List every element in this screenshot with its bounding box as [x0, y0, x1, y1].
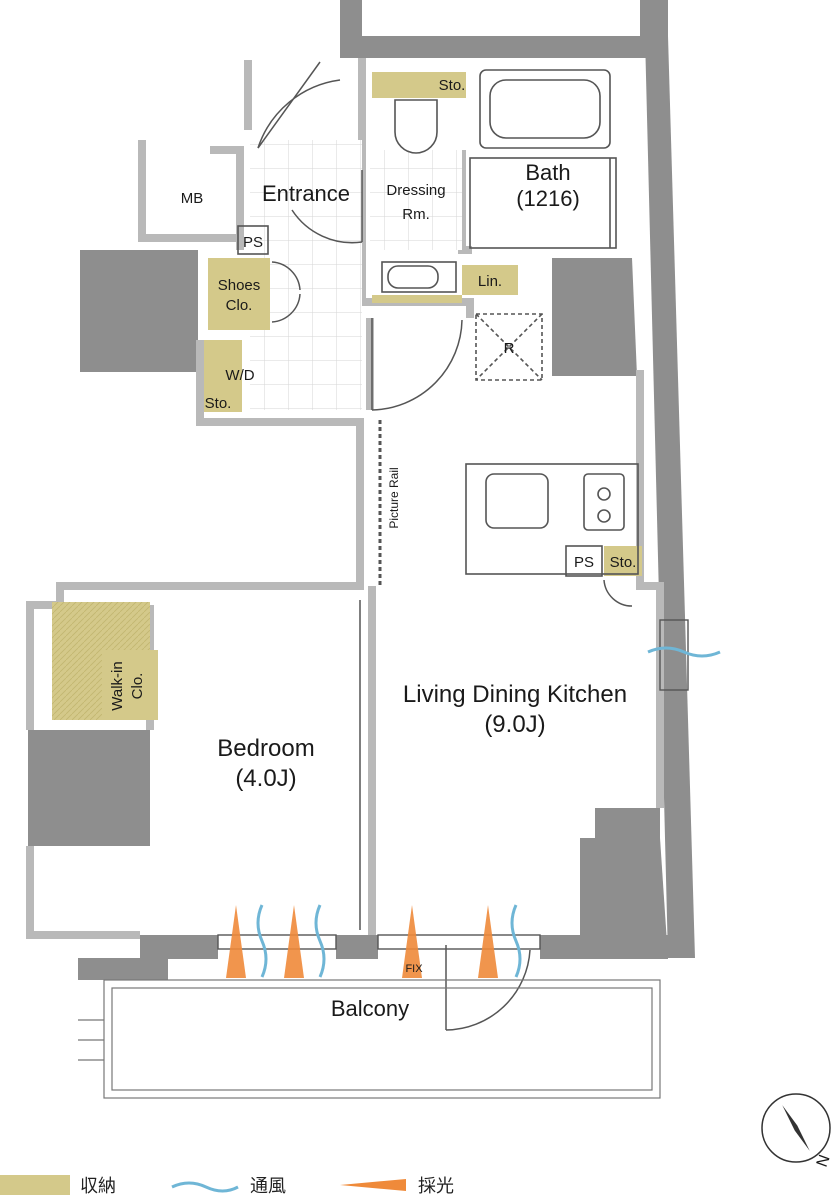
toilet [394, 99, 438, 154]
room-labels: MB Entrance Dressing Rm. Bath (1216) PS … [109, 77, 636, 1021]
compass: N [761, 1093, 834, 1168]
kitchen-counter [465, 463, 639, 575]
label-shoes-1: Shoes [218, 277, 261, 294]
storage-areas [52, 72, 642, 720]
legend-storage-label: 収納 [80, 1176, 116, 1197]
ventilation-wave-icon [171, 1181, 239, 1193]
compass-needle-icon [782, 1105, 810, 1151]
label-dressing-2: Rm. [402, 206, 430, 223]
label-dressing-1: Dressing [386, 182, 445, 199]
legend: 収納 通風 採光 [0, 1168, 840, 1200]
compass-north-label: N [814, 1153, 834, 1168]
label-ps-entrance: PS [243, 234, 263, 251]
daylight-wedge-icon [340, 1179, 406, 1191]
legend-daylight: 採光 [338, 1172, 454, 1198]
label-mb: MB [181, 190, 204, 207]
label-sto-top: Sto. [439, 77, 466, 94]
label-refrigerator: R [504, 340, 515, 357]
label-shoes-2: Clo. [226, 297, 253, 314]
daylight-markers [226, 905, 498, 978]
storage-swatch [0, 1175, 70, 1195]
label-bath-2: (1216) [516, 186, 580, 211]
label-bedroom-1: Bedroom [217, 735, 314, 762]
legend-daylight-label: 採光 [418, 1176, 454, 1197]
label-walkin-1: Walk-in [109, 661, 126, 710]
windows [217, 619, 689, 950]
label-entrance: Entrance [262, 181, 350, 206]
label-walkin-2: Clo. [129, 673, 146, 700]
label-bedroom-2: (4.0J) [235, 765, 296, 792]
exterior-walls [28, 0, 695, 980]
legend-ventilation-label: 通風 [250, 1176, 286, 1197]
label-picture-rail: Picture Rail [387, 467, 401, 528]
fixtures [237, 69, 639, 577]
label-balcony: Balcony [331, 996, 409, 1021]
label-sto-kitchen: Sto. [610, 554, 637, 571]
kitchen-sink [485, 473, 549, 529]
balcony-area [78, 979, 661, 1099]
ventilation-markers [256, 646, 721, 978]
compass-ring [761, 1093, 831, 1163]
label-ldk-2: (9.0J) [484, 711, 545, 738]
label-fix: FIX [405, 963, 423, 975]
dressing-floor [370, 150, 462, 250]
label-ps-kitchen: PS [574, 554, 594, 571]
label-wd-sto: Sto. [205, 395, 232, 412]
label-ldk-1: Living Dining Kitchen [403, 681, 627, 708]
stove [583, 473, 625, 531]
floor-plan: MB Entrance Dressing Rm. Bath (1216) PS … [26, 0, 834, 1168]
legend-ventilation: 通風 [170, 1172, 286, 1198]
washbasin [381, 261, 457, 293]
label-wd: W/D [225, 367, 254, 384]
legend-storage: 収納 [0, 1172, 116, 1198]
refrigerator-space [475, 313, 543, 381]
label-lin: Lin. [478, 273, 502, 290]
doors [257, 61, 633, 1031]
bathtub [479, 69, 611, 149]
label-bath-1: Bath [525, 160, 570, 185]
